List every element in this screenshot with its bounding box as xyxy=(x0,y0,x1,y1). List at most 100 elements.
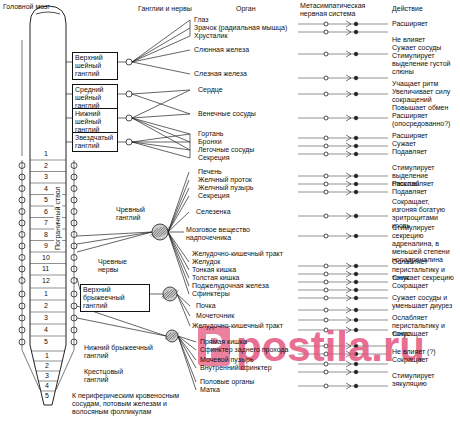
organ-label: Половые органы xyxy=(200,378,290,386)
organ-label: Селезенка xyxy=(196,208,286,216)
effector-line xyxy=(298,192,388,193)
organ-label: Гортань xyxy=(198,130,288,138)
action-label: Снижает секрецию xyxy=(392,274,456,282)
segment-line xyxy=(38,381,57,382)
segment-line xyxy=(30,183,66,184)
ganglion-name: Верхний шейный ганглий xyxy=(75,54,115,78)
ganglion-hatch xyxy=(169,332,177,340)
nerve-line xyxy=(132,62,190,74)
nerve-line xyxy=(177,294,190,326)
synapse-symbol xyxy=(346,29,351,32)
ganglion-hatch xyxy=(156,226,167,237)
effector-line xyxy=(298,216,388,217)
segment-number: 12 xyxy=(42,277,50,285)
nerve-line xyxy=(132,142,190,143)
segment-number: 5 xyxy=(44,338,48,346)
action-label: Расширяет xyxy=(392,132,456,140)
nerve-line xyxy=(168,232,184,233)
neuron-symbol xyxy=(324,234,328,238)
action-label: Сужает сосуды и уменьшает диурез xyxy=(392,294,456,310)
neuron-symbol xyxy=(324,318,328,322)
brain-outline xyxy=(36,12,60,14)
neuron-symbol xyxy=(354,280,358,284)
note-label: К периферическим кровеносным сосудам, по… xyxy=(72,392,184,416)
neuron-symbol xyxy=(324,264,328,268)
neuron-symbol xyxy=(354,22,358,26)
effector-line xyxy=(298,386,388,387)
neuron-symbol xyxy=(324,144,328,148)
neuron-symbol xyxy=(354,76,358,80)
synapse-symbol xyxy=(346,282,351,285)
segment-line xyxy=(30,312,66,313)
neuron-symbol xyxy=(324,52,328,56)
effector-line xyxy=(298,274,388,275)
neuron-symbol xyxy=(354,190,358,194)
neuron-symbol xyxy=(324,384,328,388)
action-label: Расслабляет xyxy=(392,180,456,188)
neuron-symbol xyxy=(354,214,358,218)
segment-line xyxy=(41,391,56,392)
neuron-symbol xyxy=(354,92,358,96)
trunk-label: Пограничный ствол xyxy=(54,190,62,250)
synapse-symbol xyxy=(346,216,351,219)
synapse-symbol xyxy=(346,298,351,301)
ganglion-name: Нижний шейный ганглий xyxy=(75,110,115,134)
synapse-symbol xyxy=(346,189,351,192)
synapse-symbol xyxy=(346,213,351,216)
synapse-symbol xyxy=(346,173,351,176)
segment-line xyxy=(30,336,66,337)
effector-line xyxy=(298,118,388,119)
ganglion-circle xyxy=(126,59,132,65)
synapse-symbol xyxy=(346,279,351,282)
neuron-symbol xyxy=(354,52,358,56)
ganglion-label: Чревный ганглий xyxy=(116,206,162,222)
effector-line xyxy=(298,138,388,139)
synapse-symbol xyxy=(346,236,351,239)
ganglion-circle xyxy=(126,115,132,121)
synapse-symbol xyxy=(346,287,351,290)
segment-line xyxy=(30,275,66,276)
nerve-line xyxy=(168,232,189,270)
synapse-symbol xyxy=(346,386,351,389)
ganglion-label: Нижний брыжеечный ганглий xyxy=(84,344,156,360)
segment-line xyxy=(30,160,66,161)
nerve-line xyxy=(150,294,163,295)
synapse-symbol xyxy=(346,32,351,35)
segment-line xyxy=(30,263,66,264)
segment-number: 1 xyxy=(45,352,49,360)
neuron-symbol xyxy=(324,280,328,284)
action-label: Не влияет xyxy=(392,36,456,44)
neuron-symbol xyxy=(354,152,358,156)
action-label: Сокращает xyxy=(392,282,456,290)
neuron-symbol xyxy=(324,76,328,80)
ganglion-hatch xyxy=(151,227,161,237)
organ-label: Мозговое вещество надпочечника xyxy=(186,226,266,242)
synapse-symbol xyxy=(346,24,351,27)
nerve-line xyxy=(178,336,196,382)
action-label: Сужает xyxy=(392,140,456,148)
neuron-symbol xyxy=(324,116,328,120)
organ-label: Желчный пузырь xyxy=(198,184,288,192)
synapse-symbol xyxy=(346,151,351,154)
organ-label: Секреция xyxy=(198,154,288,162)
nerve-line xyxy=(168,232,189,286)
segment-number: 11 xyxy=(42,265,49,273)
organ-label: Желудок xyxy=(192,258,290,266)
neuron-symbol xyxy=(354,144,358,148)
neuron-symbol xyxy=(354,370,358,374)
ganglion-label: Крестцовый ганглий xyxy=(84,368,148,384)
synapse-symbol xyxy=(346,135,351,138)
neuron-symbol xyxy=(354,116,358,120)
action-label: Стимулирует эякуляцию xyxy=(392,372,456,388)
organ-label: Желчный проток xyxy=(198,176,288,184)
neuron-symbol xyxy=(324,308,328,312)
neuron-symbol xyxy=(354,234,358,238)
organ-label: Легочные сосуды xyxy=(198,146,288,154)
organ-label: Желудочно-кишечный тракт xyxy=(192,250,290,258)
effector-line xyxy=(298,372,388,373)
organ-label: Желудочно-кишечный тракт xyxy=(192,322,290,330)
neuron-symbol xyxy=(324,296,328,300)
segment-line xyxy=(34,361,63,362)
organ-label: Тонкая кишка xyxy=(192,266,290,274)
organ-label: Бронхи xyxy=(198,138,288,146)
